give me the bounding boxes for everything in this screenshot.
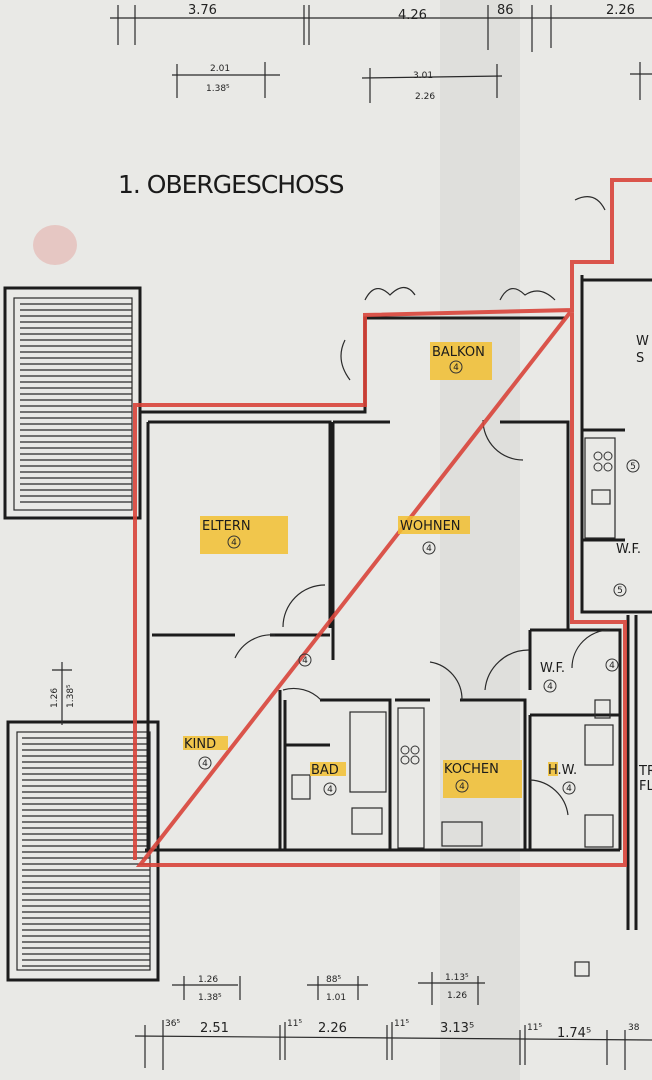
side-dimension: 1.26 1.38⁵ <box>50 662 76 725</box>
room-label: TR <box>638 764 652 779</box>
room-kind: KIND 4 <box>184 737 216 770</box>
room-number: 4 <box>327 785 333 795</box>
room-label: W <box>636 334 649 349</box>
room-label: H.W. <box>548 763 577 778</box>
room-label: KOCHEN <box>444 762 499 777</box>
dimension-label: 36⁵ <box>165 1019 180 1029</box>
dimension-label: 86 <box>497 3 514 18</box>
room-highlights <box>183 342 558 798</box>
dimension-label: 2.26 <box>415 92 435 102</box>
bottom-dimension-chain: 1.26 1.38⁵ 88⁵ 1.01 1.13⁵ 1.26 36⁵ 2.51 … <box>134 972 652 1070</box>
room-wohnen: WOHNEN 4 <box>400 519 461 555</box>
room-number: 4 <box>547 682 553 692</box>
dimension-label: 3.13⁵ <box>440 1021 474 1036</box>
paper-fold-shadow <box>440 0 520 1080</box>
room-label: ELTERN <box>202 519 251 534</box>
room-number: 4 <box>231 538 237 548</box>
dimension-label: 2.51 <box>200 1021 229 1036</box>
dimension-label: 1.38⁵ <box>198 993 222 1003</box>
dimension-label: 3.01 <box>413 71 433 81</box>
room-hw: H.W. 4 <box>548 763 577 795</box>
room-number: 4 <box>453 363 459 373</box>
unit-right-top: W S <box>636 334 649 366</box>
dimension-label: 11⁵ <box>287 1019 302 1029</box>
room-number: 4 <box>566 784 572 794</box>
dimension-label: 1.13⁵ <box>445 973 469 983</box>
dimension-label: 1.38⁵ <box>206 84 230 94</box>
left-balcony-top <box>3 286 142 520</box>
room-number: 5 <box>617 586 623 596</box>
room-flur: 4 <box>298 653 312 667</box>
room-wf: W.F. 4 <box>540 661 565 693</box>
room-number: 4 <box>609 661 615 671</box>
dimension-label: 1.26 <box>50 688 60 708</box>
room-eltern: ELTERN 4 <box>202 519 251 549</box>
dimension-label: 11⁵ <box>394 1019 409 1029</box>
room-number: 4 <box>202 759 208 769</box>
room-number: 4 <box>426 544 432 554</box>
room-kochen: KOCHEN 4 <box>444 762 499 793</box>
apartment-outline <box>133 178 652 867</box>
room-label: KIND <box>184 737 216 752</box>
room-label: FL <box>639 779 652 794</box>
dimension-label: 4.26 <box>398 8 427 23</box>
room-label: BALKON <box>432 345 485 360</box>
room-label: BAD <box>311 763 339 778</box>
room-wf-right-lower: 4 <box>605 658 619 672</box>
room-balkon: BALKON 4 <box>432 345 485 374</box>
dimension-label: 2.26 <box>606 3 635 18</box>
dimension-label: 1.38⁵ <box>66 684 76 708</box>
walls <box>140 196 652 977</box>
room-label: W.F. <box>616 542 641 557</box>
room-number: 4 <box>459 782 465 792</box>
room-bad: BAD 4 <box>311 763 339 796</box>
room-label: S <box>636 351 644 366</box>
room-label: W.F. <box>540 661 565 676</box>
dimension-label: 1.01 <box>326 993 346 1003</box>
dimension-label: 88⁵ <box>326 975 341 985</box>
room-number: 5 <box>630 462 636 472</box>
floor-title: 1. OBERGESCHOSS <box>118 170 344 199</box>
dimension-label: 2.01 <box>210 64 230 74</box>
dimension-label: 2.26 <box>318 1021 347 1036</box>
dimension-label: 11⁵ <box>527 1023 542 1033</box>
room-label: WOHNEN <box>400 519 461 534</box>
room-kitchen-right: 5 <box>626 459 640 473</box>
dimension-label: 1.74⁵ <box>557 1026 591 1041</box>
stair-right: TR FL <box>638 764 652 794</box>
dimension-label: 1.26 <box>198 975 218 985</box>
dimension-label: 1.26 <box>447 991 467 1001</box>
room-wf-right: W.F. 5 <box>613 542 641 597</box>
paper-stain <box>33 225 77 265</box>
dimension-label: 3.76 <box>188 3 217 18</box>
top-dimension-chain: 3.76 4.26 86 2.26 2.01 1.38⁵ 3.01 2.26 <box>110 3 652 103</box>
room-number: 4 <box>302 656 308 666</box>
dimension-label: 38 <box>628 1023 640 1033</box>
